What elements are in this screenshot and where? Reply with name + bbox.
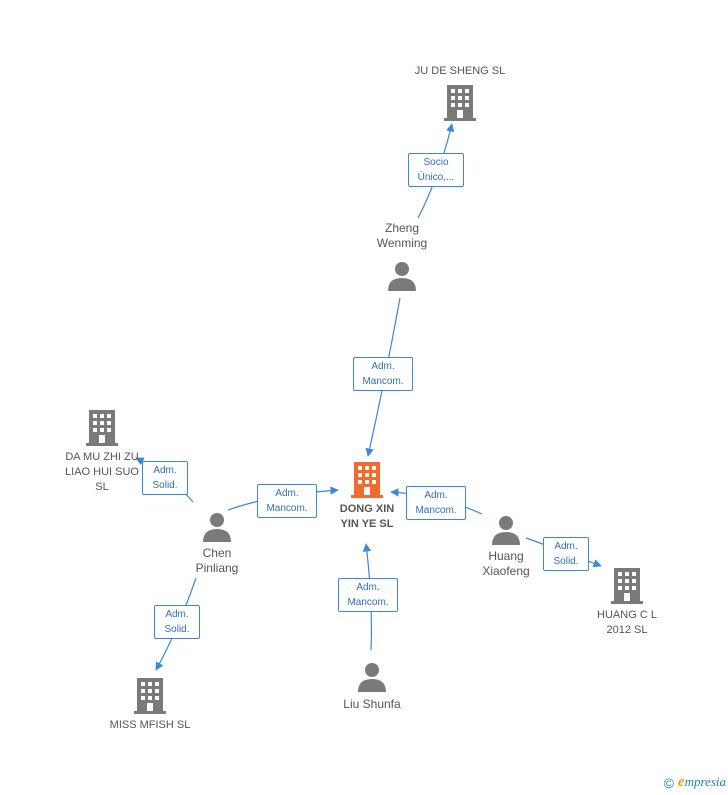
person-icon: [492, 516, 520, 545]
relation-chen-dong-xin[interactable]: Adm. Mancom.: [257, 484, 317, 518]
node-label: MISS MFISH SL: [109, 719, 191, 731]
node-huang-c-l-2012[interactable]: HUANG C L 2012 SL: [584, 568, 670, 638]
node-dong-xin-yin-ye[interactable]: DONG XIN YIN YE SL: [322, 462, 412, 532]
relation-liu-dong-xin[interactable]: Adm. Mancom.: [338, 578, 398, 612]
node-chen-pinliang[interactable]: Chen Pinliang: [175, 512, 259, 576]
person-icon: [203, 513, 231, 542]
relation-zheng-ju-de-sheng[interactable]: Socio Único,...: [408, 153, 464, 187]
building-icon: [134, 678, 166, 714]
relation-huang-dong-xin[interactable]: Adm. Mancom.: [406, 486, 466, 520]
node-label: Zheng Wenming: [376, 221, 428, 250]
node-label: DONG XIN YIN YE SL: [339, 503, 395, 530]
relation-huang-huang-cl[interactable]: Adm. Solid.: [543, 537, 589, 571]
node-label: JU DE SHENG SL: [414, 65, 506, 77]
brand-rest: mpresia: [684, 774, 726, 789]
node-miss-mfish[interactable]: MISS MFISH SL: [98, 678, 202, 733]
node-label: Chen Pinliang: [195, 546, 239, 575]
node-label: Huang Xiaofeng: [482, 549, 530, 578]
person-icon: [388, 262, 416, 291]
building-icon: [351, 462, 383, 498]
building-icon: [444, 85, 476, 121]
relation-chen-miss-mfish[interactable]: Adm. Solid.: [154, 605, 200, 639]
building-icon: [611, 568, 643, 604]
relation-chen-da-mu[interactable]: Adm. Solid.: [142, 461, 188, 495]
node-label: HUANG C L 2012 SL: [597, 609, 657, 636]
person-icon: [358, 663, 386, 692]
empresia-watermark: © empresia: [664, 774, 726, 791]
node-label: DA MU ZHI ZU LIAO HUI SUO SL: [65, 451, 139, 493]
brand-initial: e: [677, 774, 685, 790]
node-huang-xiaofeng[interactable]: Huang Xiaofeng: [464, 515, 548, 579]
relation-zheng-dong-xin[interactable]: Adm. Mancom.: [353, 357, 413, 391]
brand-logo: empresia: [678, 774, 726, 791]
node-ju-de-sheng[interactable]: JU DE SHENG SL: [402, 64, 518, 121]
building-icon: [86, 410, 118, 446]
node-da-mu-zhi-zu[interactable]: DA MU ZHI ZU LIAO HUI SUO SL: [52, 410, 152, 495]
copyright-symbol: ©: [663, 774, 674, 791]
node-zheng-wenming[interactable]: Zheng Wenming: [360, 221, 444, 291]
node-liu-shunfa[interactable]: Liu Shunfa: [330, 662, 414, 712]
node-label: Liu Shunfa: [343, 697, 401, 711]
